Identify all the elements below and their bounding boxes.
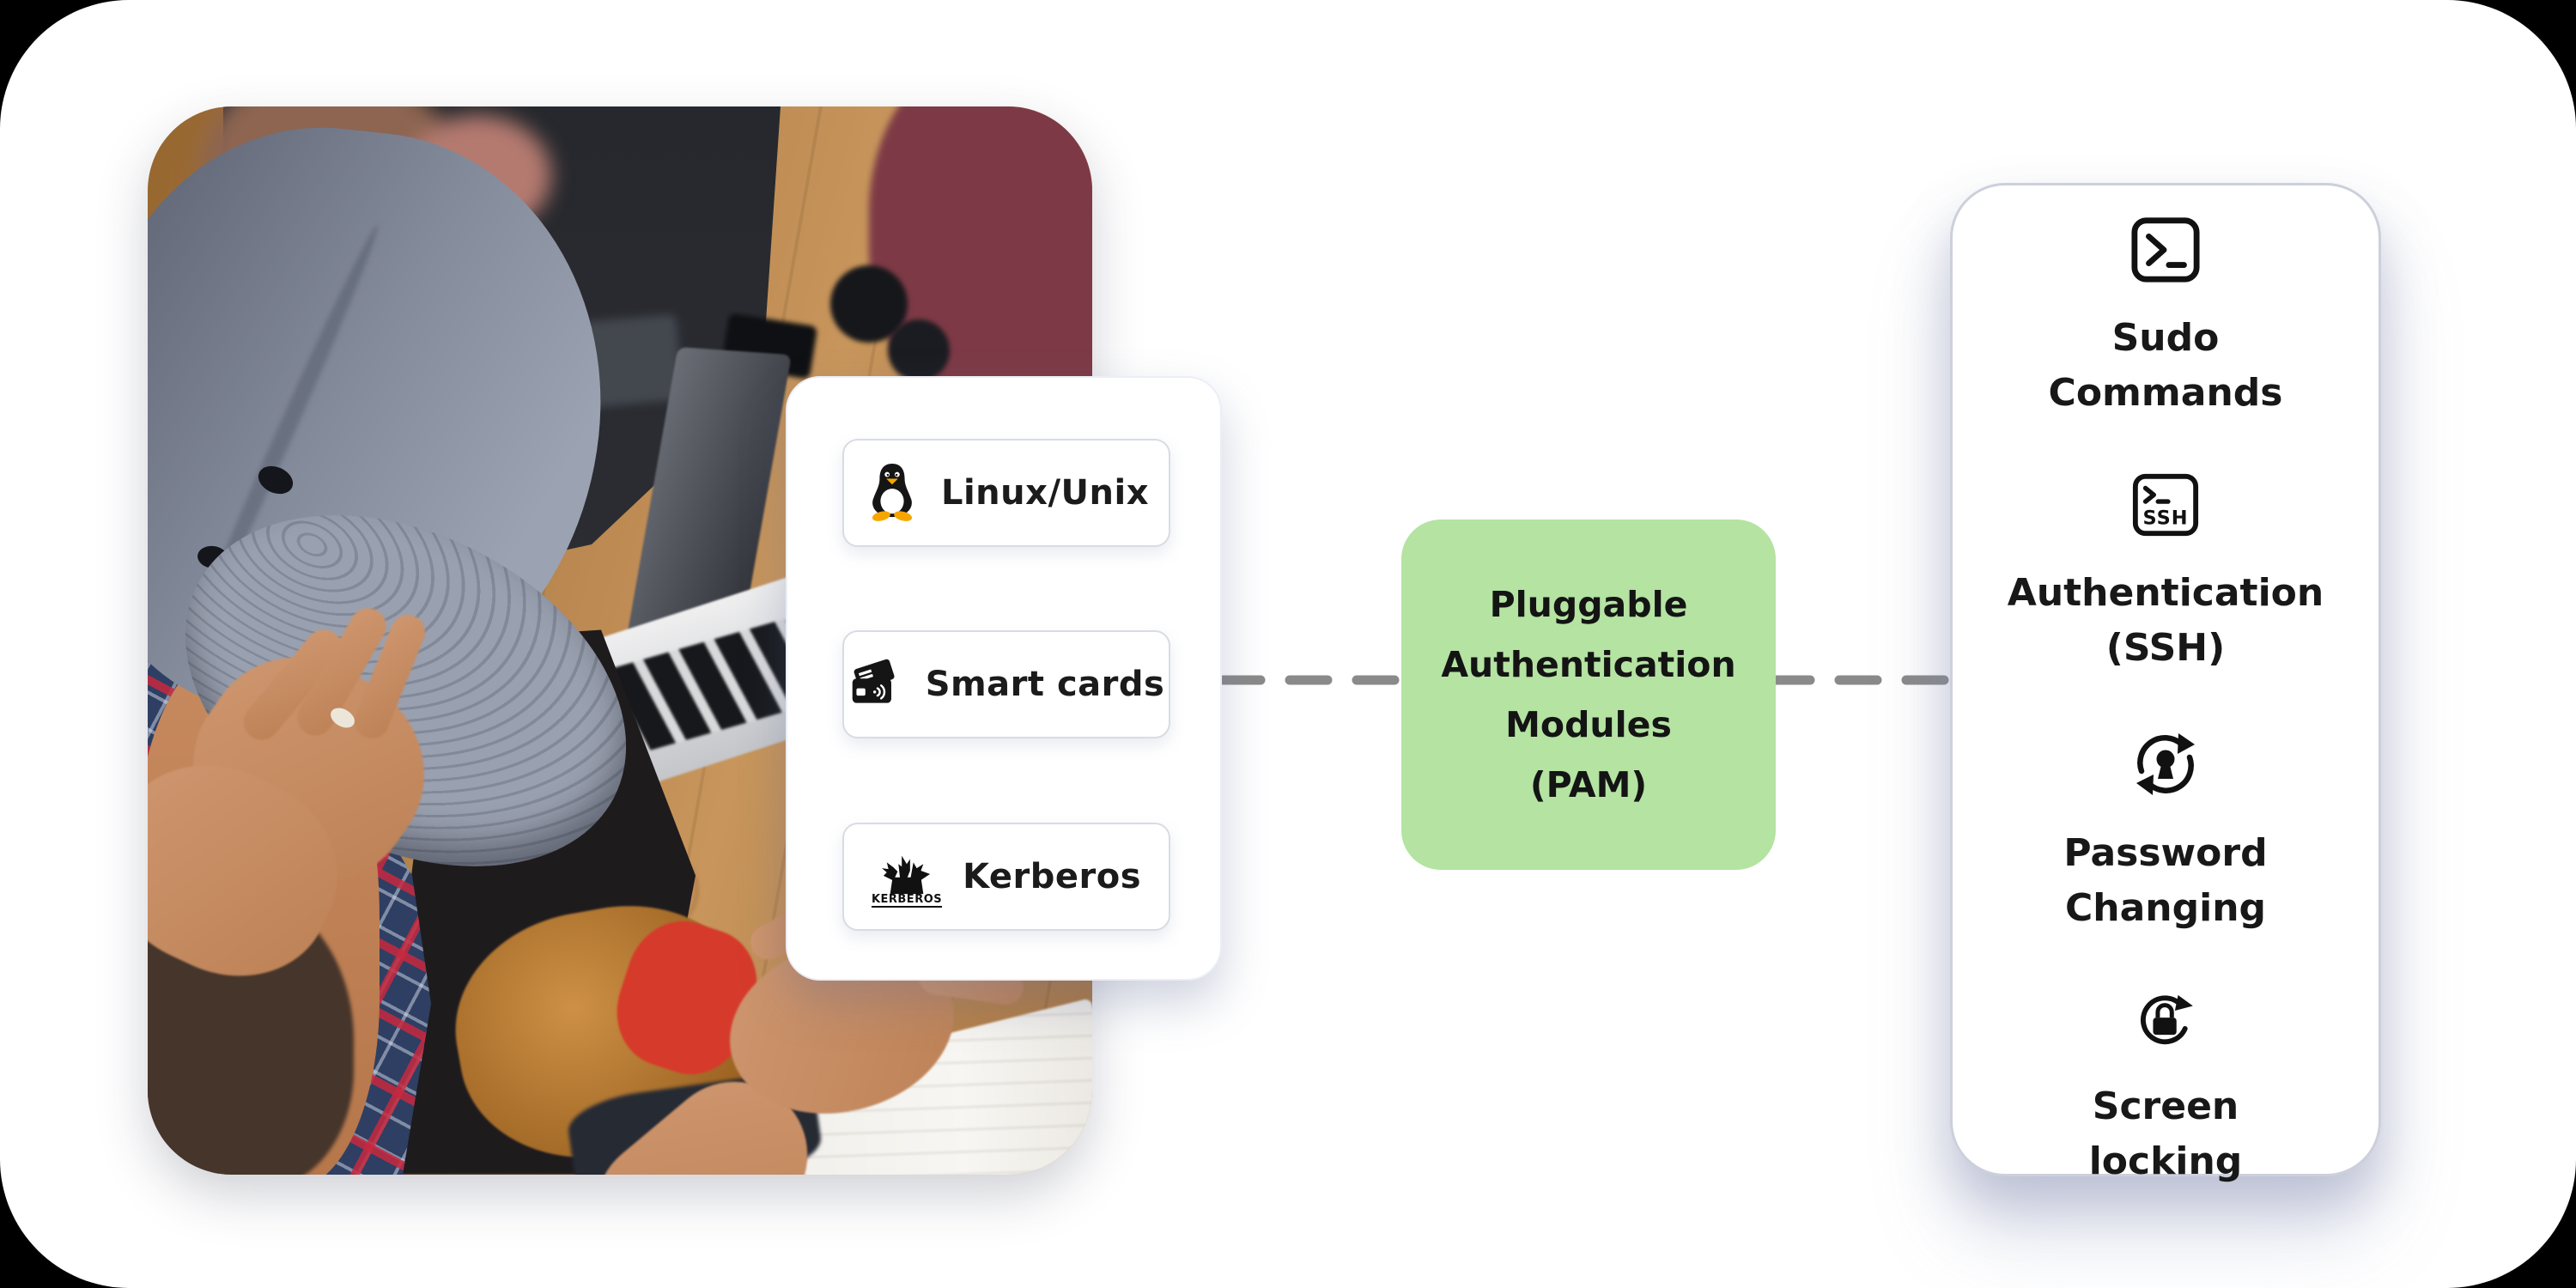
- tux-penguin-icon: [864, 460, 920, 526]
- photo-camera-lens-2: [888, 319, 950, 381]
- password-rotation-icon: [2128, 725, 2203, 804]
- svg-text:SSH: SSH: [2142, 507, 2188, 529]
- smart-card-icon: [848, 659, 905, 710]
- service-label: Authentication (SSH): [2007, 571, 2324, 670]
- auth-source-label: Kerberos: [963, 857, 1142, 896]
- screen-lock-rotation-icon: [2131, 985, 2200, 1057]
- kerberos-icon-caption: KERBEROS: [871, 893, 943, 908]
- kerberos-dog-icon: KERBEROS: [871, 846, 943, 908]
- auth-source-label: Linux/Unix: [940, 473, 1150, 513]
- auth-source-label: Smart cards: [925, 665, 1165, 704]
- service-screen-locking: Screen locking: [2088, 985, 2243, 1189]
- terminal-prompt-icon: [2129, 215, 2202, 289]
- service-sudo-commands: Sudo Commands: [2048, 215, 2283, 421]
- service-authentication-ssh: SSH Authentication (SSH): [2008, 470, 2324, 676]
- service-label: Sudo Commands: [2048, 316, 2283, 415]
- pam-node-line: Pluggable: [1489, 584, 1688, 625]
- pam-services-card: Sudo Commands SSH Authentication (SSH): [1950, 183, 2381, 1183]
- pam-node: Pluggable Authentication Modules (PAM): [1401, 519, 1776, 870]
- auth-source-smart-cards: Smart cards: [842, 630, 1170, 738]
- service-label: Screen locking: [2088, 1084, 2243, 1183]
- pam-node-line: (PAM): [1529, 764, 1648, 805]
- auth-sources-panel: Linux/Unix: [786, 376, 1222, 981]
- pam-node-line: Modules: [1505, 704, 1672, 745]
- service-password-changing: Password Changing: [2063, 725, 2268, 936]
- auth-source-linux-unix: Linux/Unix: [842, 439, 1170, 547]
- ssh-terminal-icon: SSH: [2130, 470, 2201, 544]
- auth-source-kerberos: KERBEROS Kerberos: [842, 823, 1170, 931]
- pam-node-line: Authentication: [1441, 644, 1736, 685]
- service-label: Password Changing: [2063, 831, 2268, 930]
